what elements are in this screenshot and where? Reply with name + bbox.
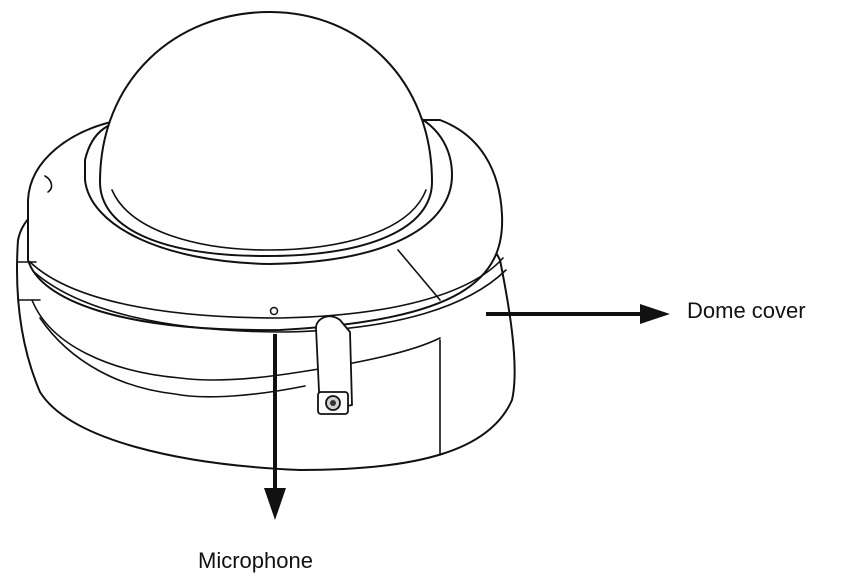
base-groove-line-2: [39, 317, 306, 398]
dome-cover-label: Dome cover: [687, 298, 806, 323]
bracket-arm: [315, 315, 353, 413]
microphone-arrow-head: [264, 488, 286, 520]
base-side-notch: [17, 261, 41, 301]
base-right-split: [397, 249, 441, 456]
microphone-hole: [269, 306, 279, 316]
ring-lower-seam: [33, 269, 507, 333]
dome-cover-arrow-head: [640, 304, 670, 324]
dome-bubble: [99, 11, 433, 257]
left-tab: [44, 175, 53, 193]
dome-inner-rim: [111, 189, 427, 251]
ring-seam-line: [29, 257, 504, 319]
microphone-label: Microphone: [198, 548, 313, 573]
base-groove-line: [31, 299, 441, 381]
